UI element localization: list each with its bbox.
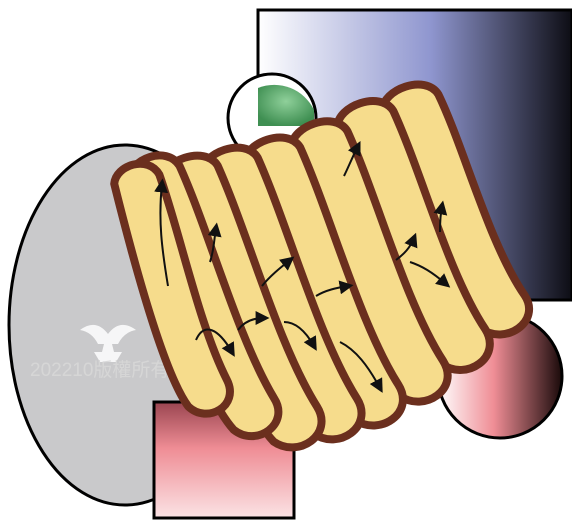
watermark-text: 202210版權所有: [30, 359, 169, 381]
